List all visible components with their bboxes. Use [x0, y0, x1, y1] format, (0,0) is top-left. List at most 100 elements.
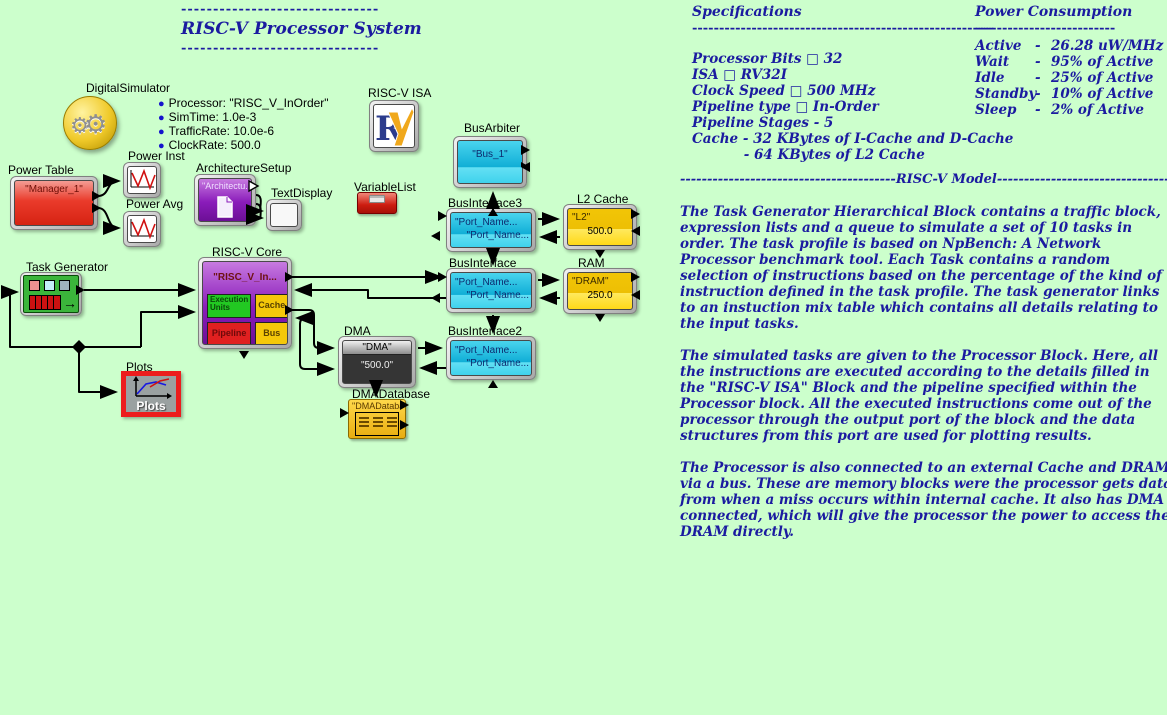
task-generator-block[interactable]: →	[20, 272, 82, 316]
title-dash-top: -------------------------------	[181, 2, 380, 17]
dma-value: "500.0"	[343, 355, 411, 383]
riscv-isa-block[interactable]: R	[369, 100, 419, 152]
bus-interface-block[interactable]: "Port_Name... "Port_Name...	[446, 268, 536, 313]
power-table-label: Power Table	[8, 163, 74, 177]
bus-arbiter-label: BusArbiter	[464, 121, 521, 135]
model-paragraph-2: The simulated tasks are given to the Pro…	[680, 348, 1159, 444]
power-separator: --------------------------	[975, 21, 1116, 36]
bus-interface2-block[interactable]: "Port_Name... "Port_Name...	[446, 336, 536, 380]
power-avg-label: Power Avg	[126, 197, 184, 211]
dma-block[interactable]: "DMA" "500.0"	[338, 336, 416, 388]
architecture-setup-label: ArchitectureSetup	[196, 161, 292, 175]
bus-interface3-block[interactable]: "Port_Name... "Port_Name...	[446, 208, 536, 252]
bullet-icon: ●	[158, 112, 165, 124]
port-name-text: "Port_Name...	[455, 217, 518, 228]
bus-arbiter-block[interactable]: "Bus_1"	[453, 136, 527, 188]
spec-line: - 64 KBytes of L2 Cache	[692, 147, 925, 163]
param-row: ●SimTime: 1.0e-3	[158, 111, 329, 125]
list-icon	[369, 195, 385, 203]
digital-simulator-label: DigitalSimulator	[86, 81, 171, 95]
riscv-core-label: RISC-V Core	[212, 245, 283, 259]
digital-simulator-block[interactable]: ⚙ ⚙	[63, 96, 117, 150]
spec-line: Pipeline type □ In-Order	[692, 99, 879, 115]
page-title-text: RISC-V Processor System	[181, 19, 422, 39]
title-dash-bottom: -------------------------------	[181, 41, 380, 56]
text-display-block[interactable]	[266, 199, 302, 231]
gear-icon: ⚙	[70, 113, 90, 138]
power-table-value: "Manager_1"	[25, 184, 83, 195]
bus-interface3-label: BusInterface3	[448, 196, 523, 210]
task-queue-icon: →	[29, 295, 77, 310]
simulator-parameter-list: ●Processor: "RISC_V_InOrder" ●SimTime: 1…	[158, 97, 329, 153]
spec-line: Clock Speed □ 500 MHz	[692, 83, 876, 99]
architecture-setup-value: "Architectu..	[202, 181, 251, 191]
task-squares-icon	[29, 280, 73, 291]
gear-icon: ⚙	[84, 109, 108, 139]
ram-value: 250.0	[587, 290, 613, 301]
pipeline-subblock[interactable]: Pipeline	[207, 322, 252, 344]
power-row: Idle-25% of Active	[975, 70, 1154, 86]
text-display-label: TextDisplay	[271, 186, 333, 200]
table-icon	[355, 412, 399, 436]
model-header: ----------------------------------------…	[680, 172, 1167, 187]
bullet-icon: ●	[158, 140, 165, 152]
power-avg-block[interactable]	[123, 211, 161, 247]
model-paragraph-3: The Processor is also connected to an ex…	[680, 460, 1167, 540]
param-text: TrafficRate: 10.0e-6	[168, 124, 275, 138]
port-name-text: "Port_Name...	[455, 277, 518, 288]
page-title: ------------------------------- RISC-V P…	[181, 2, 422, 56]
port-name-text: "Port_Name...	[466, 290, 529, 301]
power-table-block[interactable]: "Manager_1"	[10, 176, 98, 230]
plots-inner-label: Plots	[136, 399, 166, 413]
power-row: Wait-95% of Active	[975, 54, 1154, 70]
param-row: ●ClockRate: 500.0	[158, 139, 329, 153]
execution-units-subblock[interactable]: Execution Units	[207, 294, 252, 318]
dma-label: DMA	[344, 324, 371, 338]
variable-list-block[interactable]	[357, 192, 397, 214]
port-name-text: "Port_Name...	[455, 345, 518, 356]
variable-list-label: VariableList	[354, 180, 416, 194]
waveform-icon	[130, 217, 156, 240]
chart-icon	[133, 376, 172, 399]
param-text: ClockRate: 500.0	[168, 138, 261, 152]
power-consumption-section: Power Consumption ----------------------…	[975, 4, 1165, 118]
architecture-setup-block[interactable]: "Architectu..	[194, 174, 256, 226]
bullet-icon: ●	[158, 98, 165, 110]
document-icon	[217, 196, 233, 218]
bus-subblock[interactable]: Bus	[255, 322, 287, 344]
waveform-icon	[130, 168, 156, 191]
core-value: "RISC_V_In...	[213, 272, 277, 283]
power-row: Sleep-2% of Active	[975, 102, 1144, 118]
specifications-section: Specifications -------------------------…	[692, 4, 1014, 163]
bus-interface2-label: BusInterface2	[448, 324, 523, 338]
riscv-logo-icon: R	[375, 106, 414, 147]
power-row: Active-26.28 uW/MHz	[975, 38, 1164, 54]
ram-label: RAM	[578, 256, 605, 270]
ram-block[interactable]: "DRAM" 250.0	[563, 268, 637, 314]
l2-value: 500.0	[587, 226, 613, 237]
dma-name: "DMA"	[343, 341, 411, 355]
dma-database-block[interactable]: "DMADataba..	[348, 399, 406, 439]
riscv-core-block[interactable]: "RISC_V_In... Execution Units Cache Pipe…	[198, 257, 292, 349]
l2-cache-label: L2 Cache	[577, 192, 629, 206]
power-inst-label: Power Inst	[128, 149, 185, 163]
plots-block[interactable]: Plots	[121, 371, 181, 417]
port-name-text: "Port_Name...	[466, 358, 529, 369]
plots-label: Plots	[126, 360, 153, 374]
param-row: ●Processor: "RISC_V_InOrder"	[158, 97, 329, 111]
power-row: Standby-10% of Active	[975, 86, 1154, 102]
riscv-isa-label: RISC-V ISA	[368, 86, 432, 100]
power-title: Power Consumption	[975, 4, 1133, 20]
cache-subblock[interactable]: Cache	[255, 294, 287, 318]
power-inst-block[interactable]	[123, 162, 161, 198]
spec-line: Processor Bits □ 32	[692, 51, 843, 67]
specifications-title: Specifications	[692, 4, 802, 20]
dma-database-value: "DMADataba..	[352, 401, 402, 411]
wire-junction	[72, 340, 86, 354]
bus-arbiter-value: "Bus_1"	[472, 149, 508, 160]
task-generator-label: Task Generator	[26, 260, 109, 274]
spec-line: Cache - 32 KBytes of I-Cache and D-Cache	[692, 131, 1014, 147]
l2-cache-block[interactable]: "L2" 500.0	[563, 204, 637, 250]
spec-line: ISA □ RV32I	[692, 67, 788, 83]
